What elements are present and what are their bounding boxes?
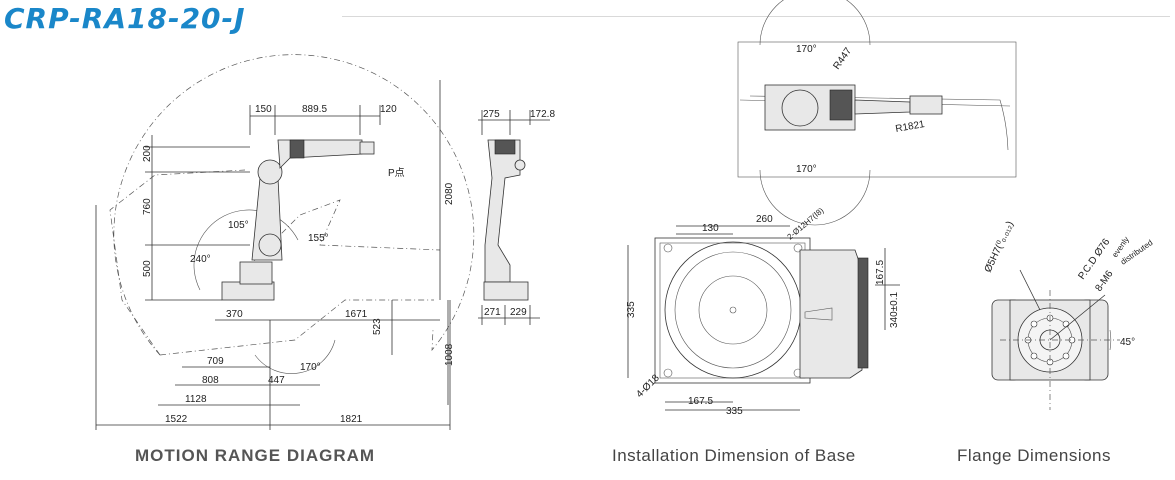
dim-340: 340±0.1	[889, 291, 900, 328]
dim-1671: 1671	[345, 309, 368, 320]
dim-523: 523	[372, 318, 383, 335]
r447-label: R447	[831, 45, 854, 71]
dim-500: 500	[142, 260, 153, 277]
robot-base	[221, 281, 275, 301]
dim-1008: 1008	[444, 343, 455, 366]
dim-760: 760	[142, 198, 153, 215]
r1821-label: R1821	[895, 119, 926, 135]
top-arc-lower	[759, 169, 871, 226]
top-reach-arc	[749, 95, 1009, 151]
top-view: 170° 170° R447 R1821	[737, 0, 1017, 226]
side-joint	[514, 159, 526, 171]
base-connectors	[857, 257, 869, 369]
mount-hole-bl	[663, 368, 673, 378]
dim-335-horizontal: 335	[726, 406, 743, 417]
dim-172: 172.8	[530, 109, 555, 120]
top-turret	[781, 89, 819, 127]
end-effector	[359, 141, 375, 155]
joint-3	[257, 159, 283, 185]
reach-envelope-outer	[113, 54, 475, 356]
base-outer-circle	[664, 241, 802, 379]
top-motor	[829, 89, 853, 121]
mount-hole-label: 4-Ø18	[634, 372, 662, 400]
dim-370: 370	[226, 309, 243, 320]
angle-170: 170°	[300, 362, 321, 373]
pin-hole-label: 2-Ø12H7(Ⅰ8)	[786, 206, 826, 242]
bore-label: Ø5H7(⁰₀.₀₁₂)	[983, 220, 1016, 275]
joint-2	[258, 233, 282, 257]
dim-1522: 1522	[165, 414, 188, 425]
dim-808: 808	[202, 375, 219, 386]
base-motor-housing	[799, 249, 863, 379]
base-center	[729, 306, 737, 314]
joint-arc-1	[193, 209, 299, 291]
dim-130: 130	[702, 223, 719, 234]
header-divider	[342, 16, 1170, 17]
side-view: 275 172.8 271 229	[478, 109, 555, 325]
dim-1821: 1821	[340, 414, 363, 425]
dim-447: 447	[268, 375, 285, 386]
dim-167-horizontal: 167.5	[688, 396, 713, 407]
dim-120: 120	[380, 104, 397, 115]
angle-240: 240°	[190, 254, 211, 265]
dim-1128: 1128	[185, 394, 207, 405]
reach-envelope-left	[109, 169, 246, 356]
base-plate-inner	[659, 242, 806, 379]
dim-200: 200	[142, 145, 153, 162]
dim-260: 260	[756, 214, 773, 225]
dim-709: 709	[207, 356, 224, 367]
mount-hole-tl	[663, 243, 673, 253]
top-angle-lower: 170°	[796, 164, 817, 175]
base-drawing: 260 130 335 335 167.5 167.5 340±0.1 4-Ø1…	[626, 206, 900, 417]
p-point-label: P点	[388, 167, 405, 179]
top-arc-upper	[759, 0, 871, 46]
side-motor	[494, 139, 516, 155]
mount-hole-tr	[793, 243, 803, 253]
robot-turret	[239, 261, 273, 285]
base-caption: Installation Dimension of Base	[612, 446, 856, 465]
dim-889: 889.5	[302, 104, 327, 115]
angle-45: 45°	[1120, 337, 1135, 348]
side-arm	[484, 139, 521, 283]
dim-229: 229	[510, 307, 527, 318]
dim-335-vertical: 335	[626, 301, 637, 318]
reach-envelope-lower	[159, 299, 434, 356]
top-wrist	[909, 95, 943, 115]
motion-range-caption: MOTION RANGE DIAGRAM	[135, 446, 376, 465]
flange-drawing: Ø5H7(⁰₀.₀₁₂) P.C.D Ø76 8-M6 evenly distr…	[983, 220, 1154, 410]
dim-2080: 2080	[444, 182, 455, 205]
top-view-frame	[737, 41, 1017, 178]
side-base	[483, 281, 529, 301]
dim-271: 271	[484, 307, 501, 318]
model-title: CRP-RA18-20-J	[4, 2, 246, 35]
flange-caption: Flange Dimensions	[957, 446, 1112, 465]
base-plate	[654, 237, 811, 384]
angle-105: 105°	[228, 220, 249, 231]
angle-155: 155°	[308, 233, 329, 244]
reach-envelope-inner	[244, 199, 441, 271]
joint-arc-2	[254, 339, 336, 374]
base-inner-circle	[698, 275, 768, 345]
base-mid-circle	[674, 251, 792, 369]
top-angle-upper: 170°	[796, 44, 817, 55]
dim-150: 150	[255, 104, 272, 115]
dim-275: 275	[483, 109, 500, 120]
wrist-motor	[289, 139, 305, 159]
dim-167-vertical: 167.5	[875, 260, 886, 285]
motion-range-diagram: 150 889.5 120 200 760 500 2080 1008 370 …	[95, 54, 475, 430]
base-cable-port	[804, 307, 833, 321]
m6-label: 8-M6	[1093, 268, 1115, 293]
top-arm	[854, 99, 911, 115]
